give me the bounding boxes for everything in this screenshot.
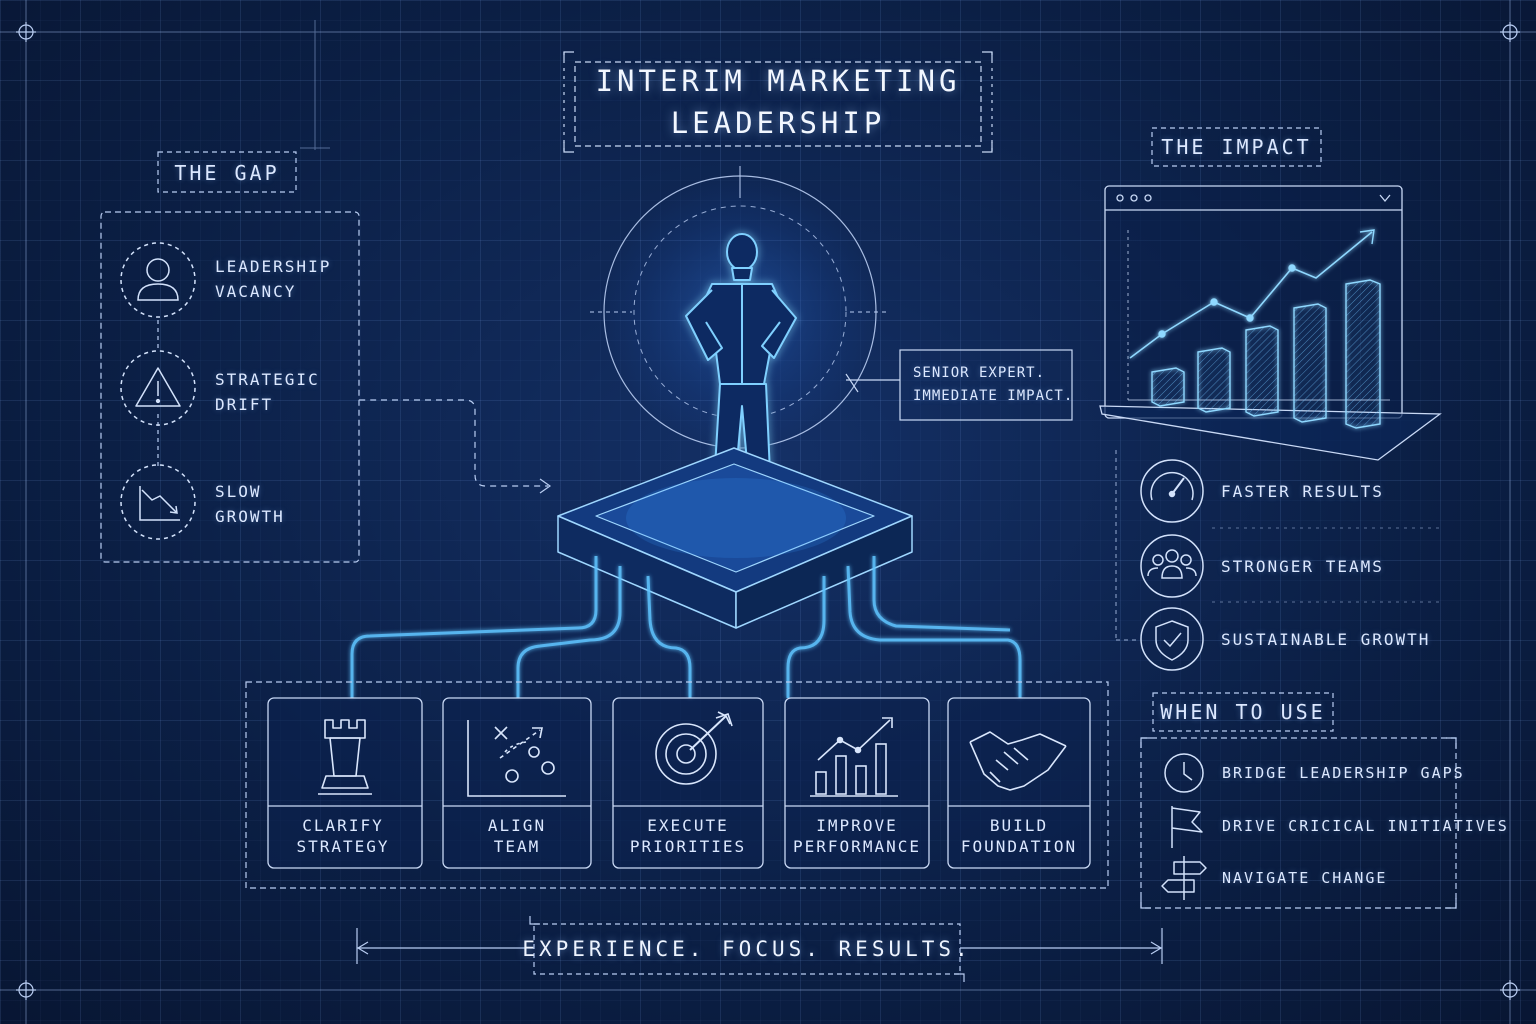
stage-build: BUILD FOUNDATION	[944, 815, 1094, 857]
footer-dimension-line	[356, 916, 1163, 982]
playbook-icon	[467, 720, 566, 797]
chess-rook-icon	[318, 719, 372, 795]
stage-line-2: TEAM	[493, 837, 541, 856]
connector-pipes	[350, 556, 1022, 698]
when-heading-frame	[1152, 692, 1334, 732]
clock-icon	[1164, 753, 1204, 793]
person-icon	[120, 242, 196, 318]
impact-item-teams: STRONGER TEAMS	[1221, 557, 1384, 576]
expert-callout: SENIOR EXPERT. IMMEDIATE IMPACT.	[900, 350, 1072, 420]
gap-section-frame	[100, 151, 552, 563]
gap-heading: THE GAP	[174, 161, 280, 185]
callout-line-2: IMMEDIATE IMPACT.	[913, 388, 1074, 404]
stage-line-1: BUILD	[989, 816, 1049, 835]
stage-line-1: ALIGN	[487, 816, 547, 835]
warning-icon	[120, 350, 196, 426]
impact-bars	[1129, 229, 1381, 429]
stage-line-2: STRATEGY	[296, 837, 390, 856]
gap-item-line-1: LEADERSHIP	[215, 257, 332, 276]
impact-heading-frame	[1151, 127, 1322, 167]
gap-item-line-1: SLOW	[215, 482, 262, 501]
gap-item-line-2: VACANCY	[215, 282, 297, 301]
stage-line-2: PERFORMANCE	[793, 837, 921, 856]
title-line-2: LEADERSHIP	[670, 106, 886, 140]
speedometer-icon	[1140, 459, 1204, 523]
when-item-navigate: NAVIGATE CHANGE	[1222, 869, 1388, 887]
stage-improve: IMPROVE PERFORMANCE	[782, 815, 932, 857]
handshake-icon	[969, 731, 1067, 791]
stage-align: ALIGN TEAM	[442, 815, 592, 857]
title-frame	[563, 51, 993, 153]
stages-frame	[245, 681, 1109, 889]
when-heading: WHEN TO USE	[1160, 700, 1326, 724]
when-item-drive: DRIVE CRICICAL INITIATIVES	[1222, 817, 1509, 835]
stage-boxes	[267, 697, 1091, 869]
title-line-1: INTERIM MARKETING	[595, 64, 961, 98]
stage-clarify: CLARIFY STRATEGY	[268, 815, 418, 857]
when-list-frame	[1140, 737, 1457, 909]
impact-heading: THE IMPACT	[1161, 135, 1312, 159]
team-icon	[1140, 534, 1204, 598]
signpost-icon	[1161, 856, 1207, 900]
stage-execute: EXECUTE PRIORITIES	[613, 815, 763, 857]
stage-line-1: EXECUTE	[647, 816, 729, 835]
corner-crosshairs	[16, 22, 1520, 1000]
gap-item-growth: SLOW GROWTH	[215, 479, 285, 529]
platform-glow	[626, 478, 846, 558]
gap-item-line-2: DRIFT	[215, 395, 274, 414]
impact-list-frame	[1115, 450, 1440, 641]
shield-icon	[1140, 607, 1204, 671]
footer-tagline: EXPERIENCE. FOCUS. RESULTS.	[522, 937, 972, 961]
impact-item-faster: FASTER RESULTS	[1221, 482, 1384, 501]
stage-line-2: PRIORITIES	[629, 837, 747, 856]
callout-line-1: SENIOR EXPERT.	[913, 365, 1046, 381]
bar-chart-icon	[810, 717, 898, 797]
stage-line-2: FOUNDATION	[960, 837, 1078, 856]
gap-item-line-1: STRATEGIC	[215, 370, 320, 389]
declining-chart-icon	[120, 464, 196, 540]
when-item-bridge: BRIDGE LEADERSHIP GAPS	[1222, 764, 1465, 782]
stage-line-1: IMPROVE	[816, 816, 898, 835]
impact-item-growth: SUSTAINABLE GROWTH	[1221, 630, 1431, 649]
stage-line-1: CLARIFY	[302, 816, 384, 835]
platform	[557, 447, 913, 629]
gap-item-drift: STRATEGIC DRIFT	[215, 367, 320, 417]
callout-frame	[845, 349, 1073, 421]
flag-icon	[1171, 806, 1203, 848]
page-title: INTERIM MARKETING LEADERSHIP	[564, 52, 992, 152]
gap-item-line-2: GROWTH	[215, 507, 285, 526]
target-icon	[655, 711, 733, 785]
monitor-chart-icon	[1099, 185, 1442, 461]
gap-item-vacancy: LEADERSHIP VACANCY	[215, 254, 331, 304]
